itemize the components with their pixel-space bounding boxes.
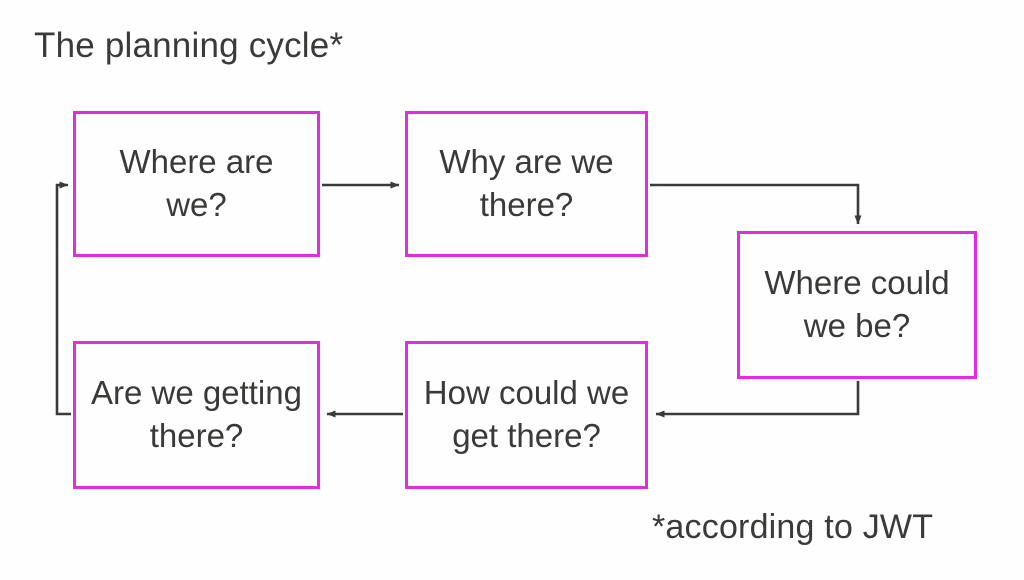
node-label: Are we getting there?	[91, 374, 302, 454]
connector-are-we-getting-there-to-where-are-we	[55, 181, 71, 416]
connector-where-could-we-be-to-how-could-we-get-there	[655, 381, 860, 418]
connector-why-are-we-there-to-where-could-we-be	[650, 183, 862, 225]
node-where-are-we[interactable]: Where are we?	[73, 111, 320, 257]
node-label: Why are we there?	[439, 143, 614, 223]
footnote: *according to JWT	[652, 508, 934, 546]
node-how-could-we-get-there[interactable]: How could we get there?	[405, 341, 648, 489]
page-title: The planning cycle*	[34, 26, 344, 65]
node-are-we-getting-there[interactable]: Are we getting there?	[73, 341, 320, 489]
node-label: How could we get there?	[423, 374, 630, 454]
node-why-are-we-there[interactable]: Why are we there?	[405, 111, 648, 257]
node-where-could-we-be[interactable]: Where could we be?	[737, 231, 977, 379]
node-label: Where could we be?	[764, 264, 950, 344]
node-label: Where are we?	[119, 143, 274, 223]
